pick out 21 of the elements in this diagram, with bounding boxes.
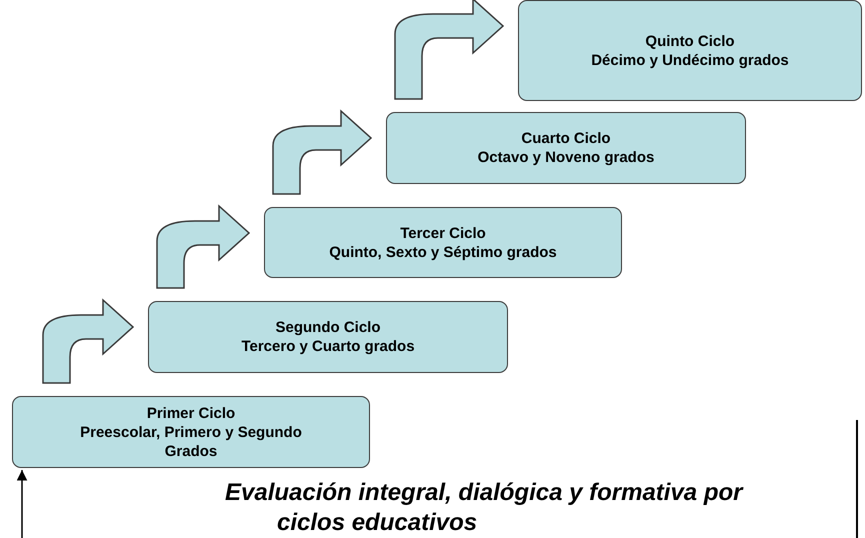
box-text: Octavo y Noveno grados	[478, 148, 654, 167]
box-text: Segundo Ciclo	[276, 318, 380, 337]
process-box	[386, 112, 746, 184]
box-text: Quinto Ciclo	[645, 32, 735, 50]
box-text: Tercero y Cuarto grados	[241, 337, 415, 356]
process-box	[148, 301, 508, 373]
box-text: Tercer Ciclo	[400, 224, 486, 242]
box-text: Primer Ciclo	[146, 404, 236, 422]
box-text: Décimo y Undécimo grados	[591, 50, 789, 70]
bent-arrow	[272, 110, 372, 195]
box-text: Cuarto Ciclo	[521, 129, 611, 148]
box-text: Quinto, Sexto y Séptimo grados	[329, 242, 557, 262]
process-box	[264, 207, 622, 278]
process-box	[12, 396, 370, 468]
diagram-title: Evaluación integral, dialógica y formativa por ciclos educativos	[225, 478, 744, 538]
bent-arrow	[394, 0, 504, 100]
bent-arrow	[156, 205, 250, 289]
process-box	[518, 0, 862, 101]
arrow	[16, 470, 28, 538]
box-text: Preescolar, Primero y Segundo Grados	[79, 422, 303, 460]
bent-arrow	[42, 299, 134, 384]
